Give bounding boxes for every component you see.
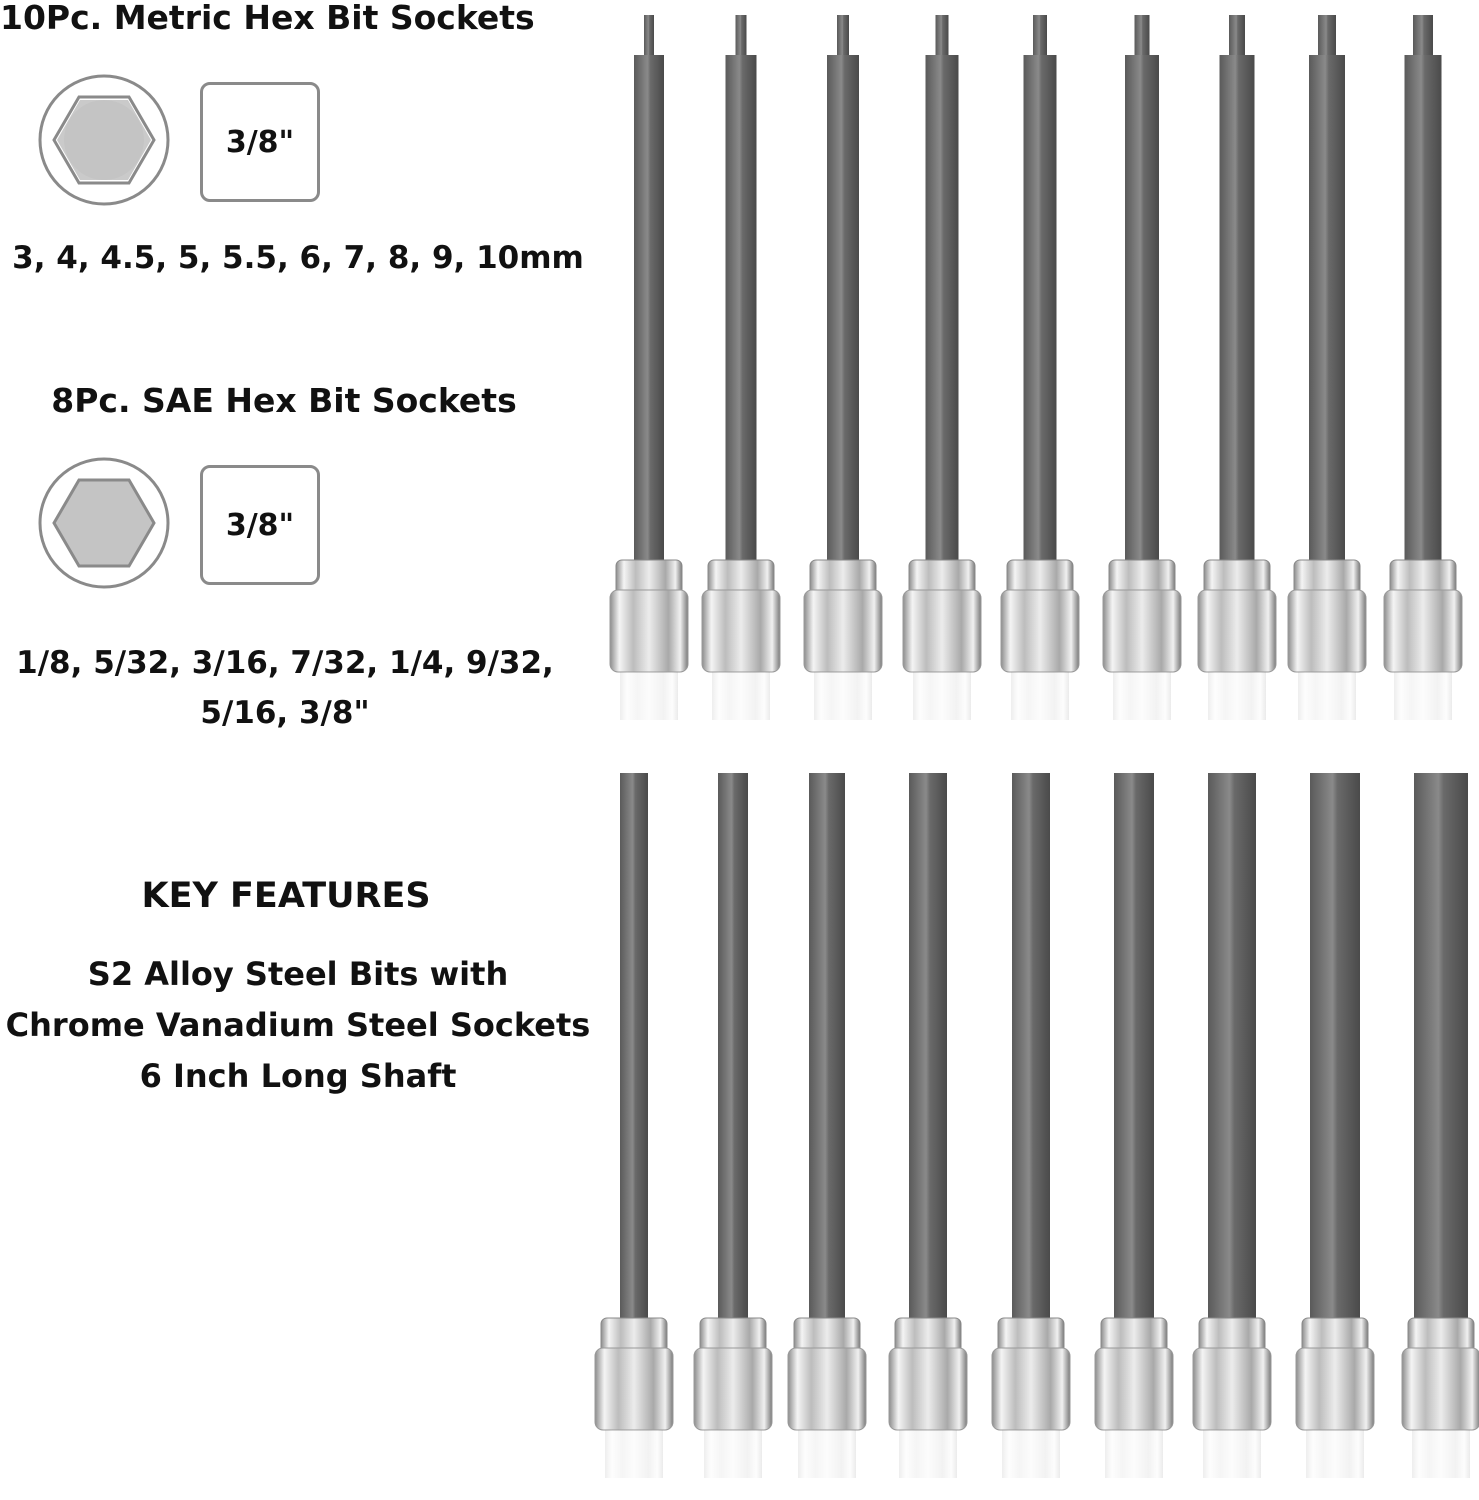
bit-shaft: [809, 773, 845, 1318]
socket-body: [701, 589, 781, 673]
bit-shaft: [634, 55, 664, 560]
bit-tip: [935, 15, 949, 65]
socket-body: [594, 1347, 674, 1431]
socket-body: [1192, 1347, 1272, 1431]
socket-body: [1102, 589, 1182, 673]
bit-tip: [644, 15, 654, 65]
hex-bit-socket: [803, 15, 883, 720]
feature-line: Chrome Vanadium Steel Sockets: [5, 1006, 591, 1044]
socket-reflection: [1412, 1430, 1470, 1478]
hex-bit-socket: [1192, 773, 1272, 1478]
bit-tip: [1134, 15, 1150, 65]
socket-body: [1401, 1347, 1479, 1431]
bit-tip: [837, 15, 849, 65]
socket-body: [787, 1347, 867, 1431]
sae-sizes-line1: 1/8, 5/32, 3/16, 7/32, 1/4, 9/32,: [16, 645, 554, 681]
hex-bit-socket: [1102, 15, 1182, 720]
socket-reflection: [1113, 672, 1171, 720]
metric-sizes: 3, 4, 4.5, 5, 5.5, 6, 7, 8, 9, 10mm: [12, 240, 584, 276]
socket-reflection: [1002, 1430, 1060, 1478]
bit-shaft: [1414, 773, 1468, 1318]
socket-body: [1197, 589, 1277, 673]
hex-bit-socket: [1295, 773, 1375, 1478]
socket-reflection: [1306, 1430, 1364, 1478]
bit-shaft: [620, 773, 648, 1318]
feature-line: S2 Alloy Steel Bits with: [87, 955, 509, 993]
socket-body: [1094, 1347, 1174, 1431]
socket-body: [609, 589, 689, 673]
hex-bit-socket: [787, 773, 867, 1478]
socket-body: [991, 1347, 1071, 1431]
socket-reflection: [620, 672, 678, 720]
bit-tip: [735, 15, 747, 65]
drive-size: 3/8": [225, 507, 295, 543]
socket-body: [1287, 589, 1367, 673]
socket-body: [902, 589, 982, 673]
hex-bit-socket: [1000, 15, 1080, 720]
sae-title: 8Pc. SAE Hex Bit Sockets: [51, 381, 517, 420]
hex-bit-socket: [594, 773, 674, 1478]
sae-sizes-line2: 5/16, 3/8": [200, 695, 370, 731]
hex-bit-socket: [1401, 773, 1479, 1478]
hex-bit-socket: [1094, 773, 1174, 1478]
socket-body: [693, 1347, 773, 1431]
socket-body: [1295, 1347, 1375, 1431]
hex-bit-socket: [1287, 15, 1367, 720]
square-drive-icon: 3/8": [200, 465, 320, 585]
hex-bit-socket: [701, 15, 781, 720]
hex-socket-icon: [38, 74, 170, 206]
hex-bit-socket: [1197, 15, 1277, 720]
socket-reflection: [712, 672, 770, 720]
socket-reflection: [1203, 1430, 1261, 1478]
socket-reflection: [899, 1430, 957, 1478]
hex-bit-socket: [991, 773, 1071, 1478]
socket-reflection: [1298, 672, 1356, 720]
socket-reflection: [605, 1430, 663, 1478]
feature-line: 6 Inch Long Shaft: [139, 1057, 457, 1095]
socket-body: [803, 589, 883, 673]
hex-bit-socket: [609, 15, 689, 720]
bit-shaft: [1114, 773, 1154, 1318]
bit-shaft: [827, 55, 859, 560]
bit-tip: [1318, 15, 1336, 65]
bit-shaft: [725, 55, 757, 560]
socket-reflection: [1208, 672, 1266, 720]
bit-shaft: [909, 773, 947, 1318]
hex-bit-socket: [888, 773, 968, 1478]
bit-shaft: [1023, 55, 1057, 560]
hex-bit-socket: [693, 773, 773, 1478]
hex-bit-socket: [902, 15, 982, 720]
socket-reflection: [704, 1430, 762, 1478]
bit-shaft: [1012, 773, 1050, 1318]
bit-tip: [1413, 15, 1433, 65]
socket-body: [888, 1347, 968, 1431]
bit-shaft: [1309, 55, 1345, 560]
socket-reflection: [1011, 672, 1069, 720]
socket-reflection: [913, 672, 971, 720]
socket-reflection: [1394, 672, 1452, 720]
square-drive-icon: 3/8": [200, 82, 320, 202]
bit-tip: [1033, 15, 1047, 65]
bit-shaft: [1125, 55, 1159, 560]
bit-tip: [1229, 15, 1245, 65]
bit-shaft: [1219, 55, 1255, 560]
bit-shaft: [1404, 55, 1442, 560]
bit-shaft: [925, 55, 959, 560]
socket-reflection: [1105, 1430, 1163, 1478]
socket-reflection: [814, 672, 872, 720]
hex-bit-socket: [1383, 15, 1463, 720]
metric-title: 10Pc. Metric Hex Bit Sockets: [0, 0, 535, 37]
features-heading: KEY FEATURES: [141, 876, 431, 916]
drive-size: 3/8": [225, 124, 295, 160]
socket-body: [1000, 589, 1080, 673]
socket-body: [1383, 589, 1463, 673]
bit-shaft: [718, 773, 748, 1318]
hex-socket-icon: [38, 457, 170, 589]
bit-shaft: [1310, 773, 1360, 1318]
bit-shaft: [1208, 773, 1256, 1318]
socket-reflection: [798, 1430, 856, 1478]
